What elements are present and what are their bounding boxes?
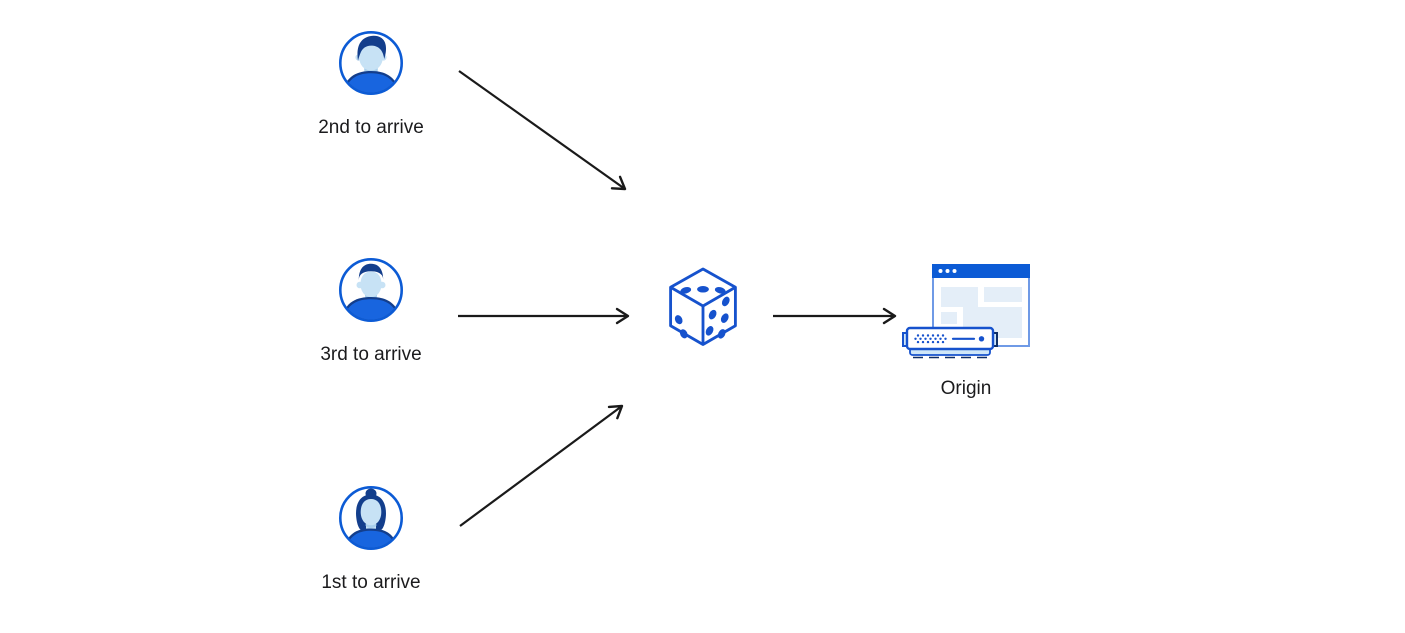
dice-icon (669, 267, 737, 346)
male-swept-hair-avatar-icon (338, 30, 404, 96)
arrow-1st-user-to-dice (459, 404, 624, 527)
origin-server-browser-icon (902, 264, 1030, 359)
female-bun-avatar-icon (338, 485, 404, 551)
origin-node: Origin (896, 263, 1036, 400)
user-label-1st-to-arrive: 1st to arrive (321, 572, 421, 593)
user-node-1st-to-arrive: 1st to arrive (291, 485, 451, 594)
male-short-hair-avatar-icon (338, 257, 404, 323)
random-selection-node (668, 267, 738, 347)
user-node-3rd-to-arrive: 3rd to arrive (291, 257, 451, 366)
arrow-2nd-user-to-dice (458, 70, 627, 191)
user-node-2nd-to-arrive: 2nd to arrive (291, 30, 451, 139)
origin-label: Origin (940, 378, 992, 399)
user-label-3rd-to-arrive: 3rd to arrive (320, 344, 422, 365)
user-label-2nd-to-arrive: 2nd to arrive (318, 117, 424, 138)
